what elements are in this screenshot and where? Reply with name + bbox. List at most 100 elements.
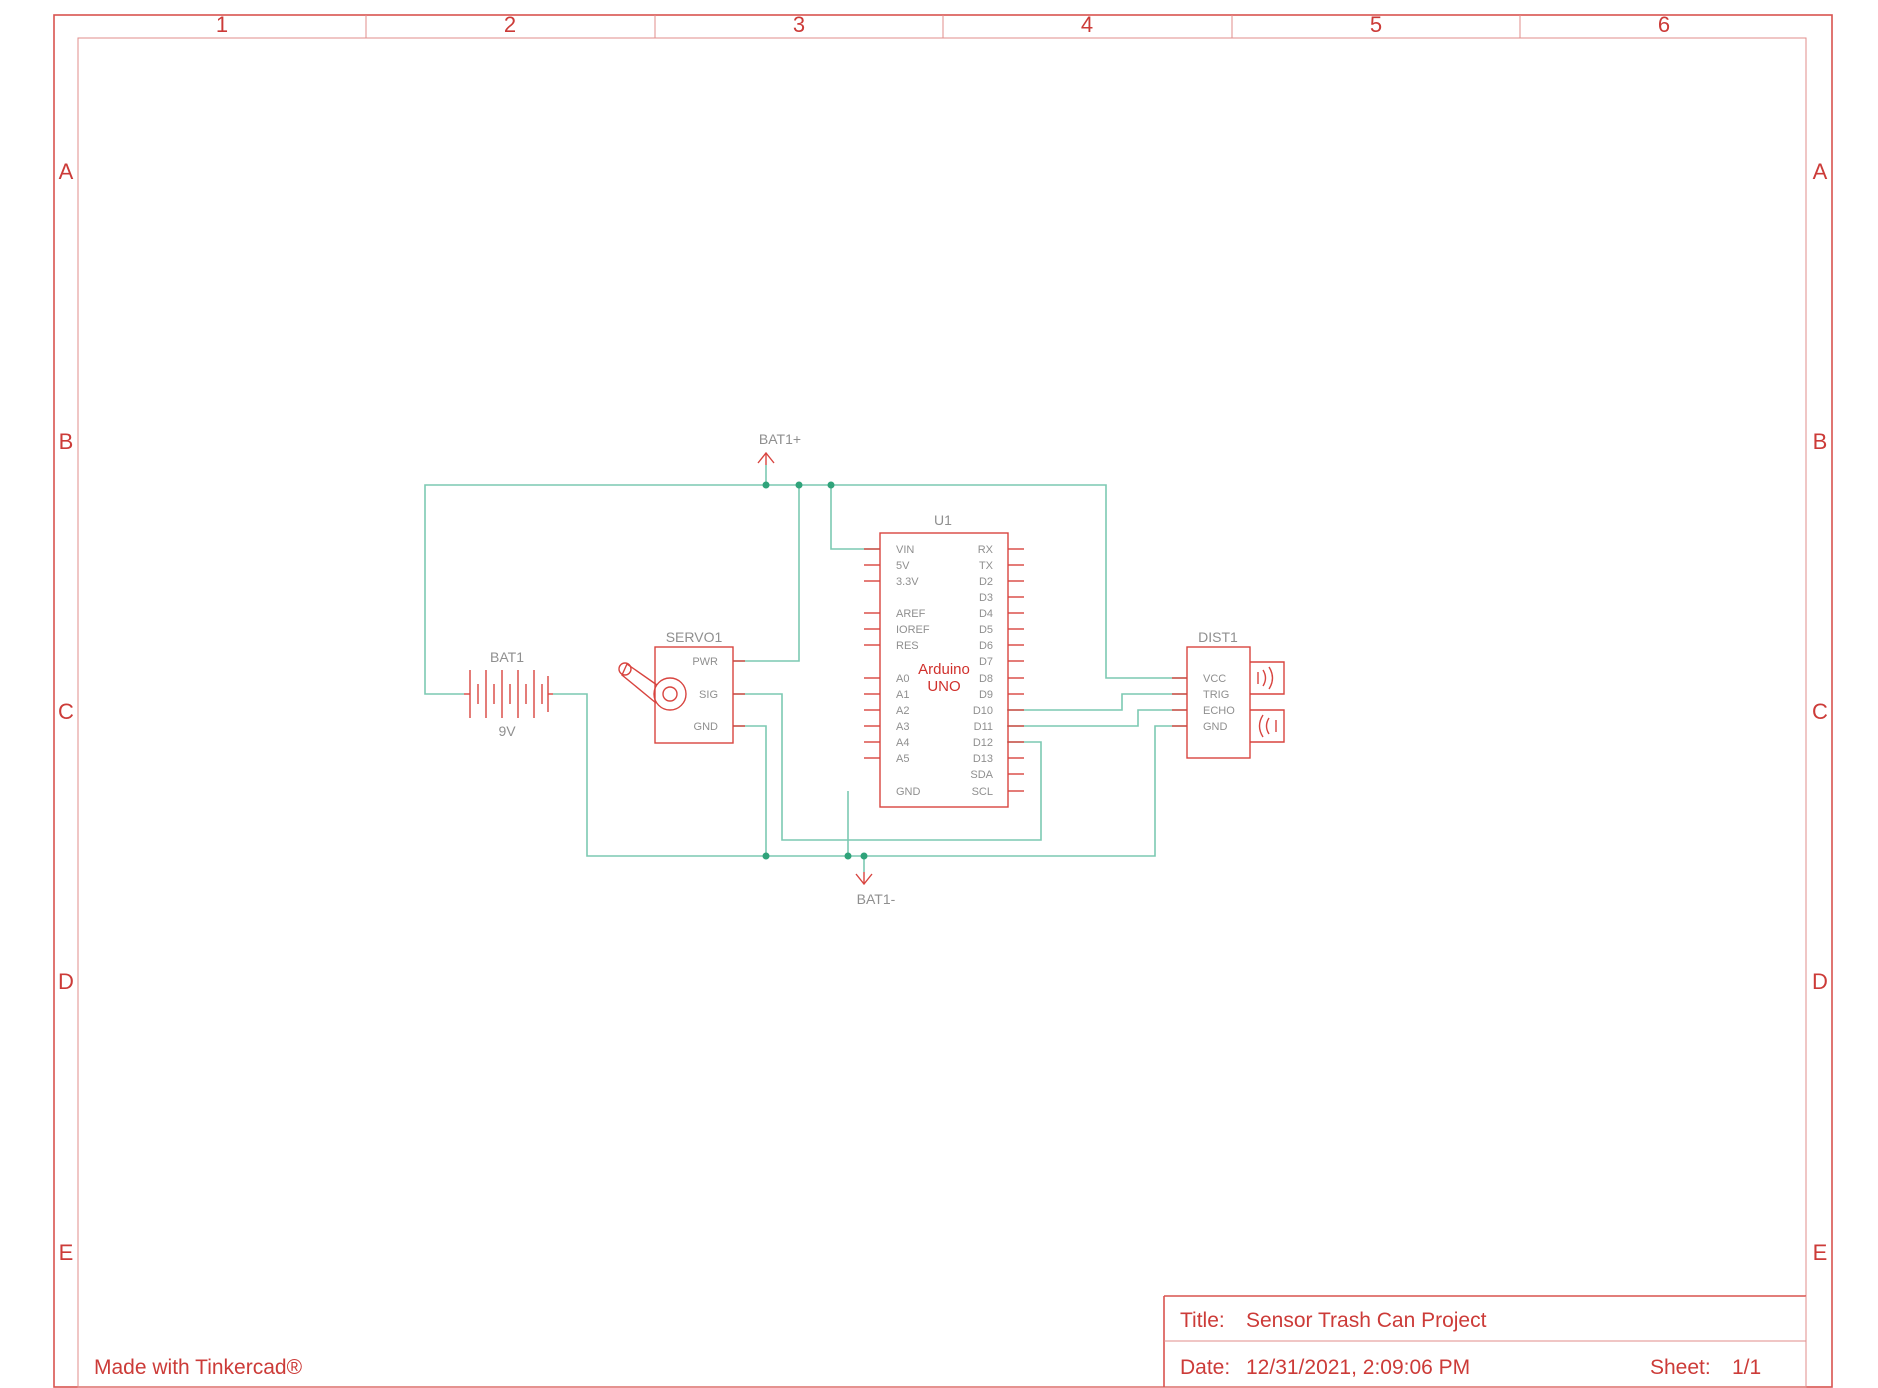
arduino-pin-label: RES [896, 640, 919, 652]
arduino-pin-label: D3 [979, 592, 993, 604]
ground-net-label: BAT1- [857, 891, 896, 907]
junctions [762, 481, 868, 860]
arduino-pin-label: A3 [896, 721, 909, 733]
wire-d10-trig [1007, 693, 1187, 711]
column-label: 4 [1081, 12, 1093, 37]
arduino-name-line2: UNO [927, 678, 960, 695]
date-value: 12/31/2021, 2:09:06 PM [1246, 1356, 1470, 1379]
wires [424, 465, 1187, 872]
title-label: Title: [1180, 1309, 1225, 1332]
distance-pin-label: VCC [1203, 673, 1226, 685]
servo-pin-label: PWR [692, 656, 718, 668]
arduino-pin-label: GND [896, 786, 921, 798]
made-with-tinkercad: Made with Tinkercad® [94, 1356, 303, 1379]
arduino-pin-label: RX [978, 544, 994, 556]
power-symbol: BAT1+ [757, 431, 801, 465]
inner-border [77, 37, 1807, 1388]
junction-dot [795, 481, 803, 489]
arduino-pin-label: IOREF [896, 624, 930, 636]
arduino-pin-label: A2 [896, 705, 909, 717]
arduino-pin-label: VIN [896, 544, 914, 556]
distance-sensor-dist1: DIST1 VCC TRIG ECHO GND [1172, 629, 1285, 759]
distance-pin-label: GND [1203, 721, 1228, 733]
column-labels: 1 2 3 4 5 6 [216, 12, 1670, 37]
arduino-pin-label: D10 [973, 705, 993, 717]
row-label: B [1813, 429, 1828, 454]
wire-d11-echo [1007, 709, 1187, 727]
battery-bat1: BAT1 9V [464, 649, 553, 739]
outer-border [53, 14, 1833, 1388]
arduino-name-line1: Arduino [918, 661, 970, 678]
arduino-ref: U1 [934, 512, 952, 528]
arduino-pin-label: A5 [896, 753, 909, 765]
row-label: D [1812, 969, 1828, 994]
ultrasonic-receiver-icon [1250, 709, 1285, 743]
arduino-u1: U1 Arduino UNO VIN 5V 3.3V AREF IOREF RE… [864, 512, 1024, 808]
power-net-label: BAT1+ [759, 431, 801, 447]
arduino-pin-label: A0 [896, 673, 909, 685]
wire-servo-sig-d12 [733, 693, 1042, 841]
arduino-pin-label: D8 [979, 673, 993, 685]
battery-ref: BAT1 [490, 649, 524, 665]
junction-dot [762, 481, 770, 489]
wire-bat1-plus-rail [424, 484, 1187, 695]
row-label: B [59, 429, 74, 454]
arduino-pin-label: D5 [979, 624, 993, 636]
sheet-frame [53, 14, 1833, 1388]
ultrasonic-transmitter-icon [1250, 661, 1285, 695]
arduino-pin-label: 3.3V [896, 576, 919, 588]
wire-servo-gnd [733, 725, 767, 856]
battery-value: 9V [498, 723, 516, 739]
servo-horn-icon [618, 662, 687, 711]
servo-ref: SERVO1 [666, 629, 723, 645]
row-label: A [1813, 159, 1828, 184]
ground-arrow-icon [855, 873, 873, 886]
arduino-pin-label: A1 [896, 689, 909, 701]
column-label: 1 [216, 12, 228, 37]
wire-servo-pwr [733, 485, 800, 662]
junction-dot [844, 852, 852, 860]
title-value: Sensor Trash Can Project [1246, 1309, 1487, 1332]
row-label: A [59, 159, 74, 184]
arduino-pin-label: D7 [979, 656, 993, 668]
arduino-pin-label: D6 [979, 640, 993, 652]
row-label: E [1813, 1240, 1828, 1265]
junction-dot [827, 481, 835, 489]
junction-dot [762, 852, 770, 860]
arduino-pin-label: SCL [972, 786, 993, 798]
arduino-pin-label: D12 [973, 737, 993, 749]
arduino-pin-label: A4 [896, 737, 909, 749]
date-label: Date: [1180, 1356, 1230, 1379]
column-label: 6 [1658, 12, 1670, 37]
distance-pin-label: ECHO [1203, 705, 1235, 717]
arduino-pin-label: SDA [970, 769, 993, 781]
servo-pin-label: SIG [699, 689, 718, 701]
row-label: C [1812, 699, 1828, 724]
arduino-pin-label: D9 [979, 689, 993, 701]
row-label: E [59, 1240, 74, 1265]
distance-pin-label: TRIG [1203, 689, 1229, 701]
servo-body [654, 646, 734, 744]
row-labels: A B C D E A B C D E [58, 159, 1828, 1265]
column-label: 3 [793, 12, 805, 37]
distance-body [1186, 646, 1251, 759]
arduino-pin-label: D11 [974, 721, 993, 733]
power-arrow-icon [757, 451, 775, 464]
junction-dot [860, 852, 868, 860]
arduino-pin-label: TX [979, 560, 994, 572]
arduino-pin-label: D13 [973, 753, 993, 765]
arduino-pin-label: AREF [896, 608, 926, 620]
arduino-pin-label: D4 [979, 608, 993, 620]
row-label: D [58, 969, 74, 994]
column-label: 5 [1370, 12, 1382, 37]
column-label: 2 [504, 12, 516, 37]
wire-arduino-vin [830, 485, 880, 550]
servo-pin-label: GND [694, 721, 719, 733]
ground-symbol: BAT1- [855, 872, 896, 907]
arduino-pin-label: 5V [896, 560, 910, 572]
wire-bat1-minus-rail [553, 693, 1187, 857]
sheet-value: 1/1 [1732, 1356, 1761, 1379]
title-block: Title: Sensor Trash Can Project Date: 12… [1163, 1295, 1807, 1387]
servo-servo1: SERVO1 PWR SIG GND [618, 629, 745, 744]
